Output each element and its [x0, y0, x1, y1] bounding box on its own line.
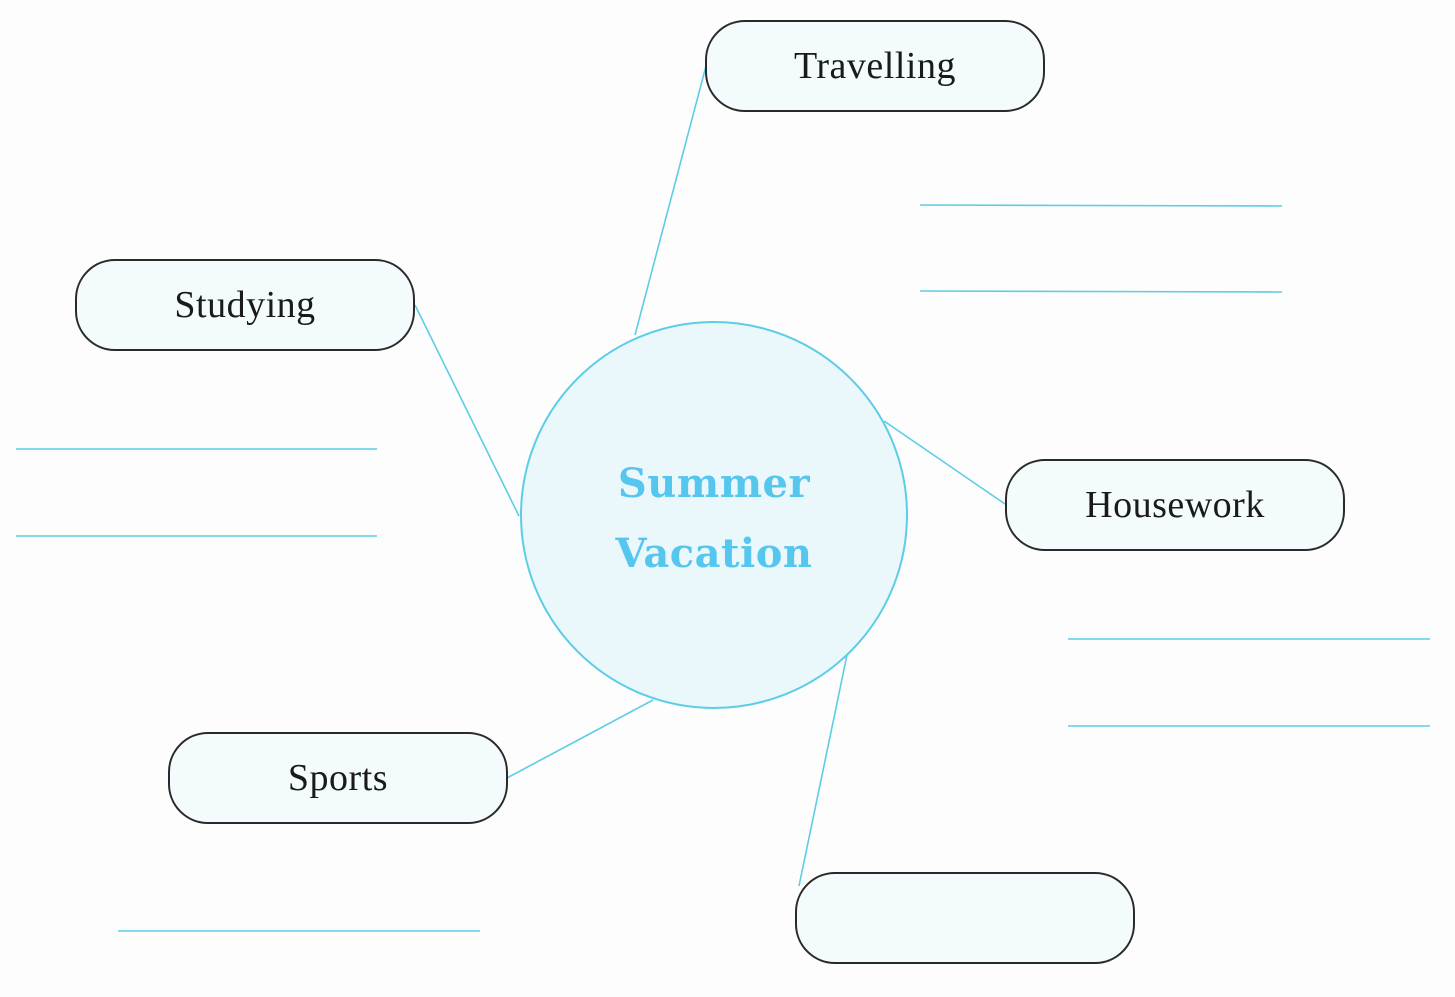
center-title-line2: Vacation [615, 530, 813, 577]
connector-blank [798, 654, 848, 887]
branch-box-sports: Sports [168, 732, 508, 824]
branch-label-housework: Housework [1085, 484, 1265, 526]
branch-box-studying: Studying [75, 259, 415, 351]
connector-sports [506, 699, 654, 779]
branch-box-blank[interactable] [795, 872, 1135, 964]
answer-line-travelling-2[interactable] [919, 290, 1283, 293]
center-title-line1: Summer [617, 460, 811, 507]
answer-line-travelling-1[interactable] [919, 204, 1283, 207]
branch-box-travelling: Travelling [705, 20, 1045, 112]
connector-studying [414, 304, 520, 517]
center-node: Summer Vacation [520, 321, 908, 709]
branch-label-studying: Studying [174, 284, 316, 326]
branch-label-travelling: Travelling [794, 45, 956, 87]
branch-box-housework: Housework [1005, 459, 1345, 551]
connector-travelling [634, 65, 707, 336]
branch-label-sports: Sports [287, 757, 389, 799]
connector-housework [883, 420, 1006, 505]
